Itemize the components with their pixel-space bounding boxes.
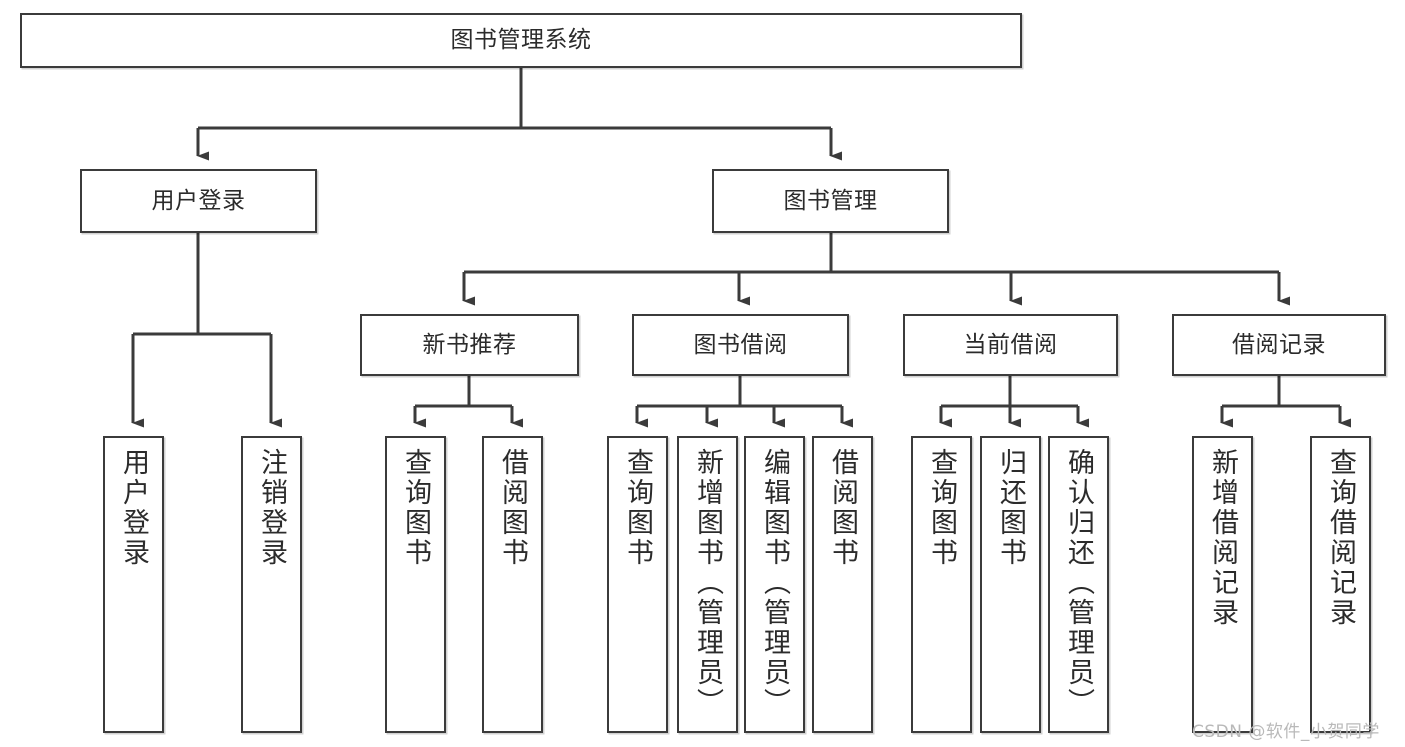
node-user-login[interactable]: 用户登录 — [80, 169, 317, 233]
node-label: 查询图书 — [926, 448, 957, 568]
node-label: 新增图书（管理员） — [692, 448, 723, 718]
node-label: 借阅图书 — [497, 448, 528, 568]
node-leaf-borrow-book-recommend[interactable]: 借阅图书 — [482, 436, 543, 733]
node-root-system[interactable]: 图书管理系统 — [20, 13, 1022, 68]
node-label: 图书管理系统 — [450, 27, 592, 54]
node-label: 查询图书 — [622, 448, 653, 568]
node-book-management[interactable]: 图书管理 — [712, 169, 949, 233]
node-leaf-query-book-current[interactable]: 查询图书 — [911, 436, 972, 733]
node-label: 查询借阅记录 — [1325, 448, 1356, 628]
node-leaf-query-borrow-record[interactable]: 查询借阅记录 — [1310, 436, 1371, 733]
node-leaf-logout[interactable]: 注销登录 — [241, 436, 302, 733]
node-label: 用户登录 — [151, 187, 246, 214]
node-label: 归还图书 — [995, 448, 1026, 568]
node-label: 新书推荐 — [422, 331, 517, 358]
node-leaf-edit-book-admin[interactable]: 编辑图书（管理员） — [744, 436, 805, 733]
node-leaf-borrow-book[interactable]: 借阅图书 — [812, 436, 873, 733]
node-leaf-user-login[interactable]: 用户登录 — [103, 436, 164, 733]
node-current-borrow[interactable]: 当前借阅 — [903, 314, 1118, 376]
node-label: 当前借阅 — [963, 331, 1058, 358]
node-label: 编辑图书（管理员） — [759, 448, 790, 718]
node-label: 新增借阅记录 — [1207, 448, 1238, 628]
csdn-watermark: CSDN @软件_小贺同学 — [1192, 722, 1380, 742]
node-label: 图书管理 — [783, 187, 878, 214]
node-label: 用户登录 — [118, 448, 149, 568]
node-leaf-confirm-return-admin[interactable]: 确认归还（管理员） — [1048, 436, 1109, 733]
node-label: 借阅图书 — [827, 448, 858, 568]
node-new-book-recommend[interactable]: 新书推荐 — [360, 314, 579, 376]
node-leaf-query-book-recommend[interactable]: 查询图书 — [385, 436, 446, 733]
node-label: 确认归还（管理员） — [1063, 448, 1094, 718]
node-leaf-query-book-borrow[interactable]: 查询图书 — [607, 436, 668, 733]
node-borrow-record[interactable]: 借阅记录 — [1172, 314, 1386, 376]
node-label: 查询图书 — [400, 448, 431, 568]
node-label: 借阅记录 — [1232, 331, 1326, 358]
node-label: 图书借阅 — [693, 331, 788, 358]
node-leaf-return-book[interactable]: 归还图书 — [980, 436, 1041, 733]
node-leaf-add-borrow-record[interactable]: 新增借阅记录 — [1192, 436, 1253, 733]
node-leaf-add-book-admin[interactable]: 新增图书（管理员） — [677, 436, 738, 733]
node-book-borrow[interactable]: 图书借阅 — [632, 314, 849, 376]
node-label: 注销登录 — [256, 448, 287, 568]
